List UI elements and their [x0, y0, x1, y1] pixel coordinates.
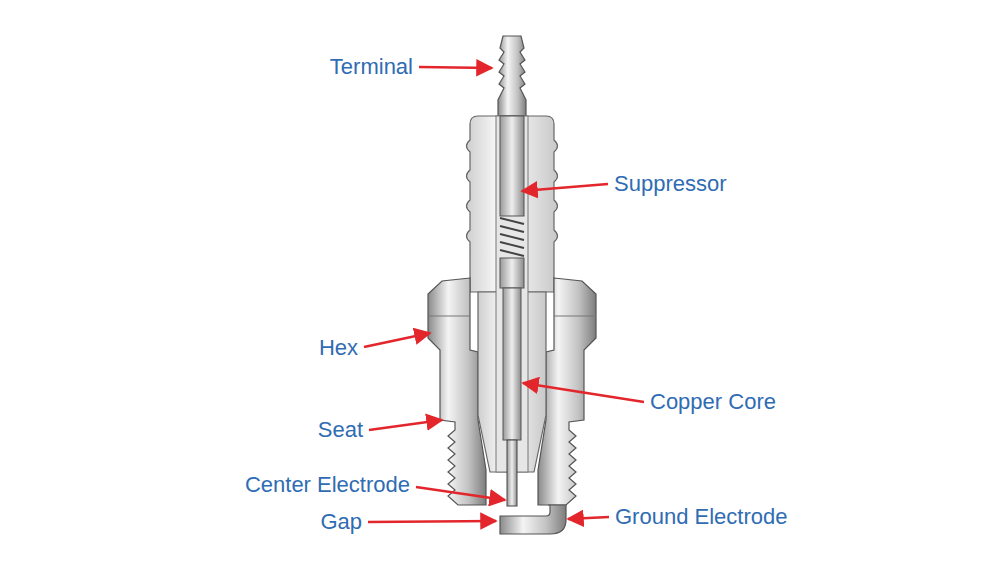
- hex-edge: [554, 316, 596, 317]
- leader-arrow: [416, 487, 505, 500]
- part-label: Center Electrode: [245, 472, 410, 498]
- suppressor-spring: [500, 218, 524, 256]
- insulator-bore: [496, 116, 528, 472]
- ground-electrode: [500, 505, 566, 534]
- part-label: Seat: [318, 417, 363, 443]
- leader-arrow: [568, 517, 609, 519]
- shell-right: [538, 278, 596, 505]
- leader-arrow: [364, 333, 430, 347]
- terminal-nut: [498, 36, 526, 116]
- suppressor-lower: [500, 258, 524, 288]
- leader-arrow: [369, 420, 442, 430]
- leader-arrow: [419, 67, 492, 68]
- leader-arrows: [364, 67, 644, 522]
- copper-core: [503, 288, 521, 440]
- leader-arrow: [522, 184, 608, 191]
- suppressor-rod: [500, 116, 524, 216]
- hex-edge: [428, 316, 470, 317]
- part-label: Ground Electrode: [615, 504, 787, 530]
- part-label: Terminal: [330, 54, 413, 80]
- shell-left: [428, 278, 486, 505]
- part-label: Suppressor: [614, 171, 727, 197]
- insulator-upper: [467, 116, 558, 292]
- part-label: Gap: [320, 509, 362, 535]
- center-electrode: [507, 440, 517, 506]
- part-label: Hex: [319, 335, 358, 361]
- part-label: Copper Core: [650, 389, 776, 415]
- leader-arrow: [368, 521, 496, 522]
- leader-arrow: [523, 383, 644, 402]
